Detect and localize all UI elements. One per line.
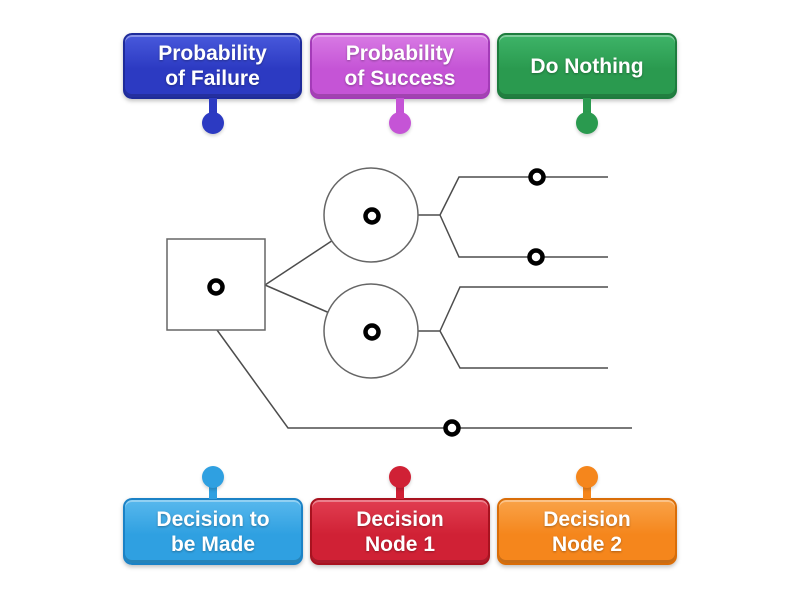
pin-ball	[202, 466, 224, 488]
label-text: Do Nothing	[530, 54, 644, 78]
pin-stem	[209, 484, 217, 499]
pin-stem	[396, 484, 404, 499]
label-decision-to-be-made[interactable]: Decision to be Made	[123, 466, 303, 565]
pin-ball	[389, 466, 411, 488]
target-marker-bottom-line[interactable]	[443, 419, 461, 437]
pin-stem	[208, 98, 217, 116]
target-marker-square[interactable]	[207, 278, 225, 296]
label-text: Probability of Failure	[158, 42, 267, 90]
pin-ball	[389, 112, 411, 134]
label-decision-node-2[interactable]: Decision Node 2	[497, 466, 677, 565]
pin-stem	[583, 98, 591, 116]
label-text: Probability of Success	[344, 42, 456, 90]
target-marker-top-circle[interactable]	[363, 207, 381, 225]
tree-branch-lines	[216, 176, 632, 429]
pin-stem	[583, 484, 591, 499]
target-marker-branch-2[interactable]	[527, 248, 545, 266]
branch-square-bottom-path	[216, 329, 632, 429]
label-probability-of-failure[interactable]: Probability of Failure	[123, 33, 302, 134]
label-text: Decision to be Made	[156, 507, 270, 556]
pin-ball	[201, 112, 224, 134]
branches-top-circle	[418, 176, 608, 258]
pin-stem	[396, 98, 404, 116]
branches-bottom-circle	[418, 286, 608, 369]
target-marker-branch-1[interactable]	[528, 168, 546, 186]
pin-ball	[576, 466, 598, 488]
label-probability-of-success[interactable]: Probability of Success	[310, 33, 490, 134]
pin-ball	[576, 112, 598, 134]
target-marker-bottom-circle[interactable]	[363, 323, 381, 341]
label-do-nothing[interactable]: Do Nothing	[497, 33, 677, 134]
label-text: Decision Node 2	[543, 507, 631, 556]
answer-target-markers	[207, 168, 546, 437]
label-text: Decision Node 1	[356, 507, 444, 556]
label-decision-node-1[interactable]: Decision Node 1	[310, 466, 490, 565]
decision-square-node	[166, 238, 266, 331]
